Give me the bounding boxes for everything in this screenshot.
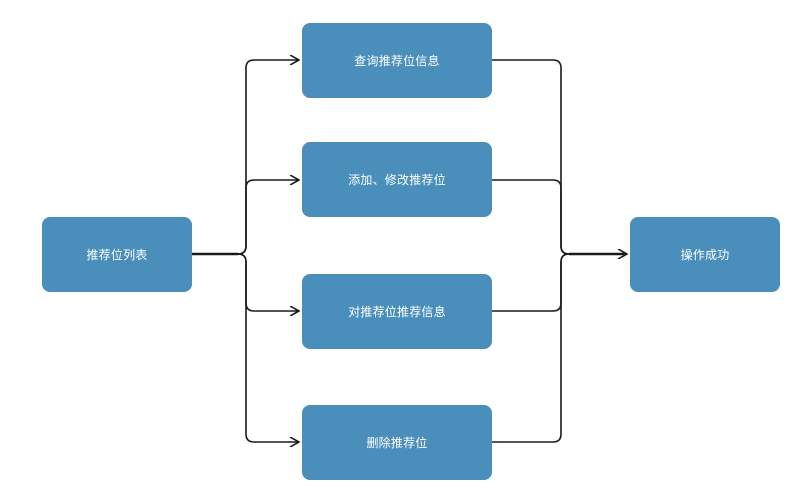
node-query-info: 查询推荐位信息 <box>302 23 492 98</box>
node-success: 操作成功 <box>630 217 780 292</box>
node-recommend-list-label: 推荐位列表 <box>86 248 148 262</box>
node-delete-label: 删除推荐位 <box>366 436 428 450</box>
edge-list-to-edit <box>237 180 298 255</box>
node-recommend-info-label: 对推荐位推荐信息 <box>348 305 446 319</box>
node-delete: 删除推荐位 <box>302 405 492 480</box>
node-success-label: 操作成功 <box>680 248 730 262</box>
node-recommend-info: 对推荐位推荐信息 <box>302 274 492 349</box>
node-add-edit: 添加、修改推荐位 <box>302 142 492 217</box>
node-add-edit-label: 添加、修改推荐位 <box>348 173 446 187</box>
edge-delete-to-success <box>492 253 570 443</box>
edge-query-to-success <box>492 59 570 255</box>
edge-list-to-query <box>237 60 298 255</box>
edge-pair-to-success <box>492 253 570 312</box>
node-recommend-list: 推荐位列表 <box>42 217 192 292</box>
node-query-info-label: 查询推荐位信息 <box>354 54 440 68</box>
edge-list-to-delete <box>237 253 298 442</box>
edge-list-to-pair <box>237 253 298 311</box>
edge-edit-to-success <box>492 179 570 255</box>
